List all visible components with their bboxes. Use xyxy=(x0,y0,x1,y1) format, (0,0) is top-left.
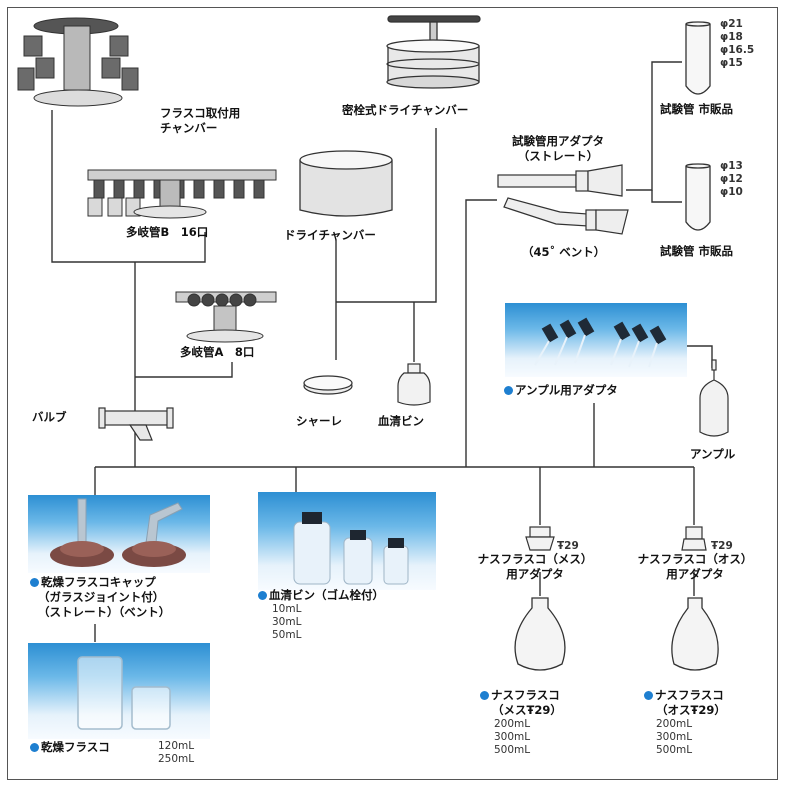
dry-flask-cap-photo xyxy=(28,495,210,573)
sealed-dry-chamber-icon xyxy=(386,15,481,89)
petri-dish-icon xyxy=(303,375,353,395)
flask-chamber-icon xyxy=(17,17,139,107)
bullet-dot-icon xyxy=(30,743,39,752)
valve-icon xyxy=(98,407,174,441)
nas-flask-male-icon xyxy=(671,597,719,671)
nas-flask-female-volumes: 200mL 300mL 500mL xyxy=(494,718,531,756)
nas-flask-male-volumes: 200mL 300mL 500mL xyxy=(656,718,693,756)
nas-adapter-male-icon xyxy=(681,526,707,551)
serum-bottle-volumes: 10mL 30mL 50mL xyxy=(272,603,302,641)
dry-flask-cap-label: 乾燥フラスコキャップ （ガラスジョイント付） （ストレート）（ベント） xyxy=(30,575,170,620)
test-tube-bottom-label: 試験管 市販品 xyxy=(660,244,734,258)
bullet-dot-icon xyxy=(644,691,653,700)
manifold-a-label: 多岐管A 8口 xyxy=(180,345,255,359)
flask-chamber-label: フラスコ取付用 チャンバー xyxy=(160,106,241,135)
nas-flask-female-label: ナスフラスコ （メスŦ29） xyxy=(480,688,562,718)
nas-adapter-female-icon xyxy=(525,526,555,551)
petri-dish-label: シャーレ xyxy=(296,414,342,428)
test-tube-top-label: 試験管 市販品 xyxy=(660,102,734,116)
ampoule-adapter-label: アンプル用アダプタ xyxy=(504,383,618,398)
valve-label: バルブ xyxy=(32,410,67,424)
bent-45-label: （45˚ ベント） xyxy=(522,245,606,259)
manifold-a-icon xyxy=(175,291,277,343)
ampoule-adapter-photo xyxy=(505,303,687,377)
ampoule-label: アンプル xyxy=(690,447,736,461)
dry-chamber-label: ドライチャンバー xyxy=(284,228,376,242)
adapter-bent-icon xyxy=(503,197,629,235)
nas-adapter-male-label: ナスフラスコ（オス） 用アダプタ xyxy=(637,552,753,581)
dry-flask-photo xyxy=(28,643,210,739)
ampoule-icon xyxy=(699,359,729,437)
nas-flask-male-label: ナスフラスコ （オスŦ29） xyxy=(644,688,726,718)
sealed-dry-chamber-label: 密栓式ドライチャンバー xyxy=(342,103,469,117)
dry-chamber-icon xyxy=(299,150,393,217)
nas-flask-female-icon xyxy=(514,597,566,671)
joint-female-label: Ŧ29 xyxy=(557,540,579,552)
test-tube-adapter-label: 試験管用アダプタ （ストレート） xyxy=(512,134,604,163)
test-tube-bottom-icon xyxy=(685,163,711,231)
dry-flask-label: 乾燥フラスコ xyxy=(30,740,110,755)
bullet-dot-icon xyxy=(504,386,513,395)
diagram-frame xyxy=(7,7,778,780)
manifold-b-icon xyxy=(87,169,277,219)
nas-adapter-female-label: ナスフラスコ（メス） 用アダプタ xyxy=(477,552,593,581)
serum-bottle-photo xyxy=(258,492,436,590)
serum-bottle-small-label: 血清ビン xyxy=(378,414,424,428)
serum-bottle-label: 血清ビン（ゴム栓付） xyxy=(258,588,384,603)
dry-flask-volumes: 120mL 250mL xyxy=(158,740,195,765)
bullet-dot-icon xyxy=(30,578,39,587)
tube-sizes-bottom: φ13 φ12 φ10 xyxy=(720,160,743,198)
tube-sizes-top: φ21 φ18 φ16.5 φ15 xyxy=(720,18,755,69)
joint-male-label: Ŧ29 xyxy=(711,540,733,552)
manifold-b-label: 多岐管B 16口 xyxy=(126,225,209,239)
test-tube-top-icon xyxy=(685,21,711,95)
bullet-dot-icon xyxy=(258,591,267,600)
adapter-straight-icon xyxy=(497,164,623,197)
serum-bottle-icon xyxy=(397,363,431,406)
bullet-dot-icon xyxy=(480,691,489,700)
